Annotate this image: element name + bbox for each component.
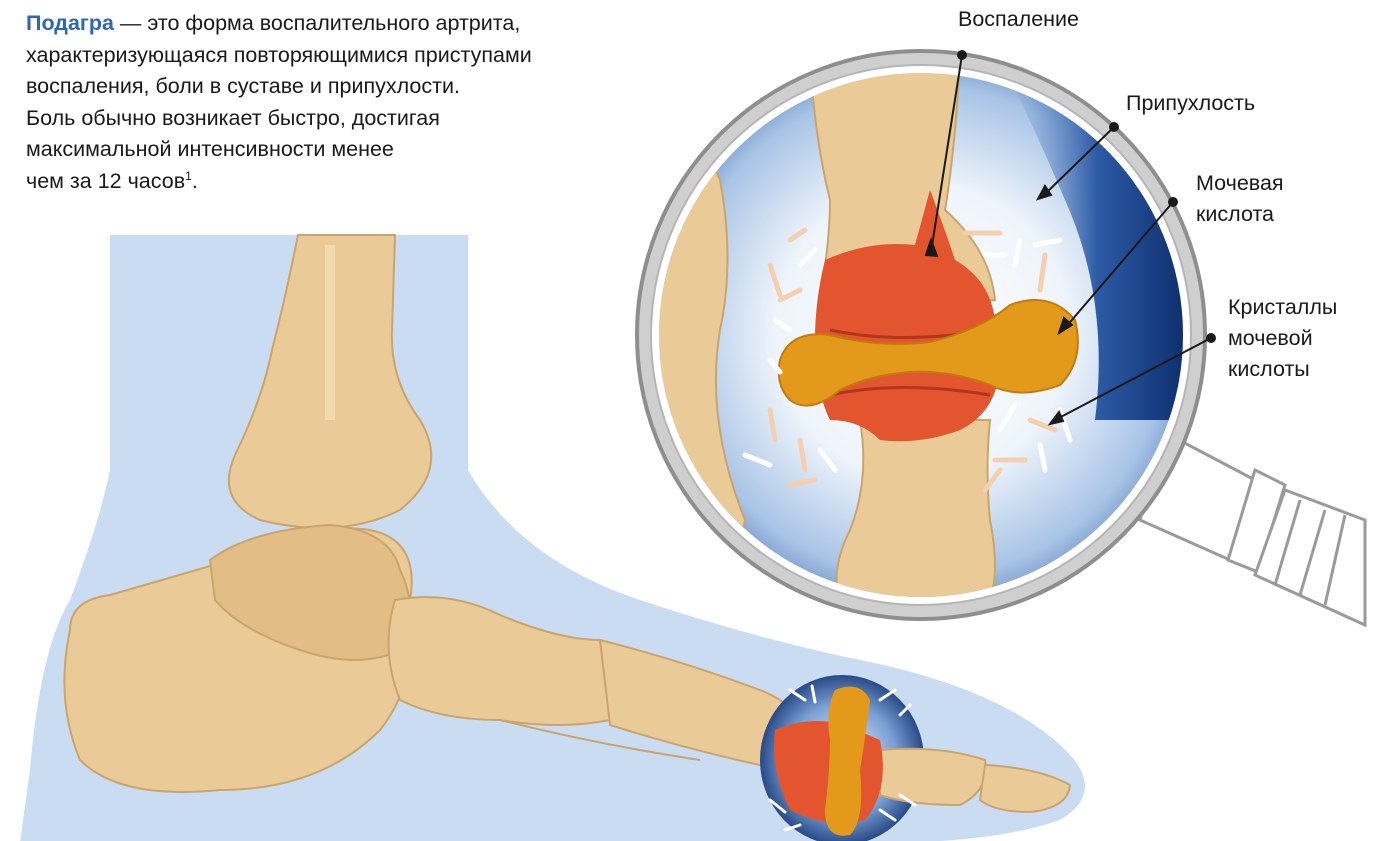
intro-line-3: воспаления, боли в суставе и припухлости… — [26, 71, 686, 103]
label-uric-acid-crystals: Кристаллы мочевой кислоты — [1228, 292, 1337, 385]
label-inflammation: Воспаление — [958, 4, 1079, 35]
intro-paragraph: Подагра — это форма воспалительного артр… — [26, 8, 686, 197]
footnote-marker: 1 — [185, 168, 192, 182]
intro-line-6-text: чем за 12 часов — [26, 169, 185, 193]
intro-line-6-end: . — [192, 169, 198, 193]
intro-line-4: Боль обычно возникает быстро, достигая — [26, 103, 686, 135]
intro-line-5: максимальной интенсивности менее — [26, 134, 686, 166]
intro-line-6: чем за 12 часов1. — [26, 166, 686, 198]
label-uric-acid: Мочевая кислота — [1196, 168, 1284, 230]
intro-line-2: характеризующаяся повторяющимися приступ… — [26, 40, 686, 72]
label-swelling: Припухлость — [1126, 88, 1255, 119]
intro-line-1: Подагра — это форма воспалительного артр… — [26, 8, 686, 40]
intro-line-1-text: — это форма воспалительного артрита, — [114, 11, 520, 35]
toe-phalanx-proximal — [880, 749, 986, 805]
term-gout: Подагра — [26, 11, 114, 35]
